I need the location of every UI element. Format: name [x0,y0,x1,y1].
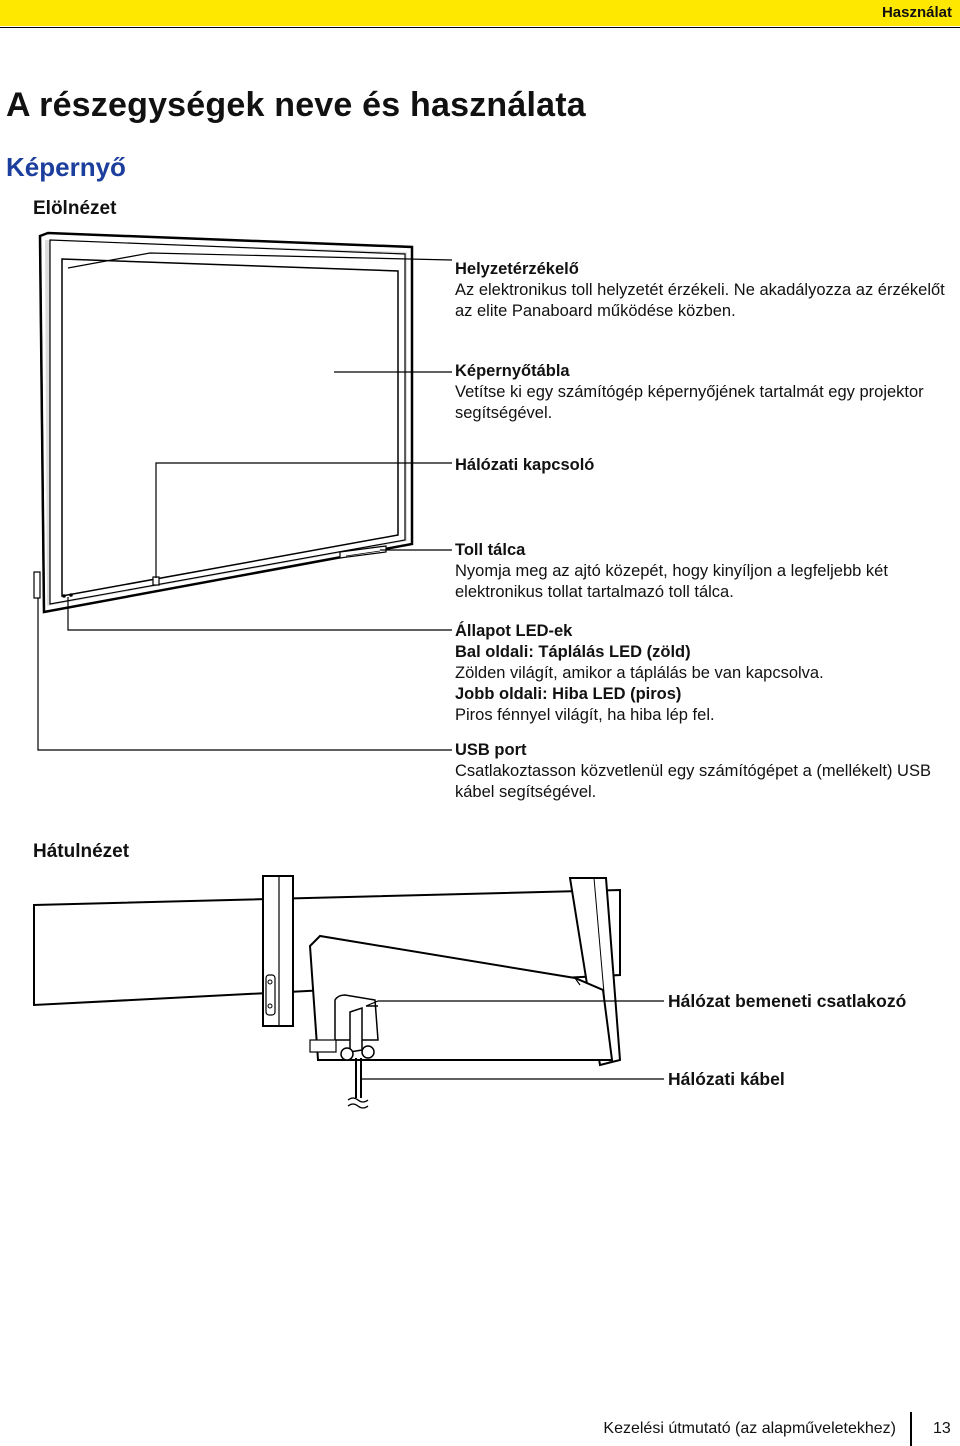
callout-usb-port: USB port Csatlakoztasson közvetlenül egy… [455,740,950,803]
leader-usb-port [37,598,452,751]
callout-position-sensor: Helyzetérzékelő Az elektronikus toll hel… [455,259,950,322]
callout-title: Hálózati kapcsoló [455,456,595,474]
callout-title: Helyzetérzékelő [455,260,579,278]
callout-pen-tray: Toll tálca Nyomja meg az ajtó közepét, h… [455,540,950,603]
front-view-label: Elölnézet [33,198,117,219]
callout-title: USB port [455,741,527,759]
callout-power-inlet: Hálózat bemeneti csatlakozó [668,991,907,1011]
header-section-label: Használat [881,4,952,21]
power-inlet [349,1006,363,1053]
header-rule [0,27,960,28]
header-band: Használat [0,0,960,26]
callout-title: Toll tálca [455,541,526,559]
power-plug [340,1047,354,1061]
footer-text: Kezelési útmutató (az alapműveletekhez) [603,1420,896,1437]
callout-title: Képernyőtábla [455,362,570,380]
callout-text: Csatlakoztasson közvetlenül egy számítóg… [455,762,931,801]
callout-text: Vetítse ki egy számítógép képernyőjének … [455,383,924,422]
board-left-edge [39,235,45,613]
callout-text: Nyomja meg az ajtó közepét, hogy kinyílj… [455,562,888,601]
leader-position-sensor [67,252,453,269]
error-led-text: Piros fénnyel világít, ha hiba lép fel. [455,706,715,724]
callout-text: Az elektronikus toll helyzetét érzékeli.… [455,281,945,320]
callout-power-switch: Hálózati kapcsoló [455,455,950,476]
back-view-label: Hátulnézet [33,841,130,862]
power-led-text: Zölden világít, amikor a táplálás be van… [455,664,824,682]
leader-status-leds [67,597,452,631]
stand-pole-left [262,875,294,1027]
callout-screen-board: Képernyőtábla Vetítse ki egy számítógép … [455,361,950,424]
section-title: Képernyő [6,152,126,182]
power-led [62,594,66,598]
screen-panel [61,258,399,597]
callout-status-leds: Állapot LED-ek Bal oldali: Táplálás LED … [455,621,950,726]
power-led-label: Bal oldali: Táplálás LED (zöld) [455,643,691,661]
callout-title: Állapot LED-ek [455,622,573,640]
leader-power-inlet [365,1000,664,1007]
page-title: A részegységek neve és használata [6,86,586,124]
error-led-label: Jobb oldali: Hiba LED (piros) [455,685,682,703]
error-led [69,593,73,597]
page-number: 13 [933,1420,951,1437]
callout-power-cable: Hálózati kábel [668,1069,785,1089]
usb-port-box [33,571,41,599]
leader-power-switch [155,462,452,578]
footer-divider [910,1412,912,1446]
